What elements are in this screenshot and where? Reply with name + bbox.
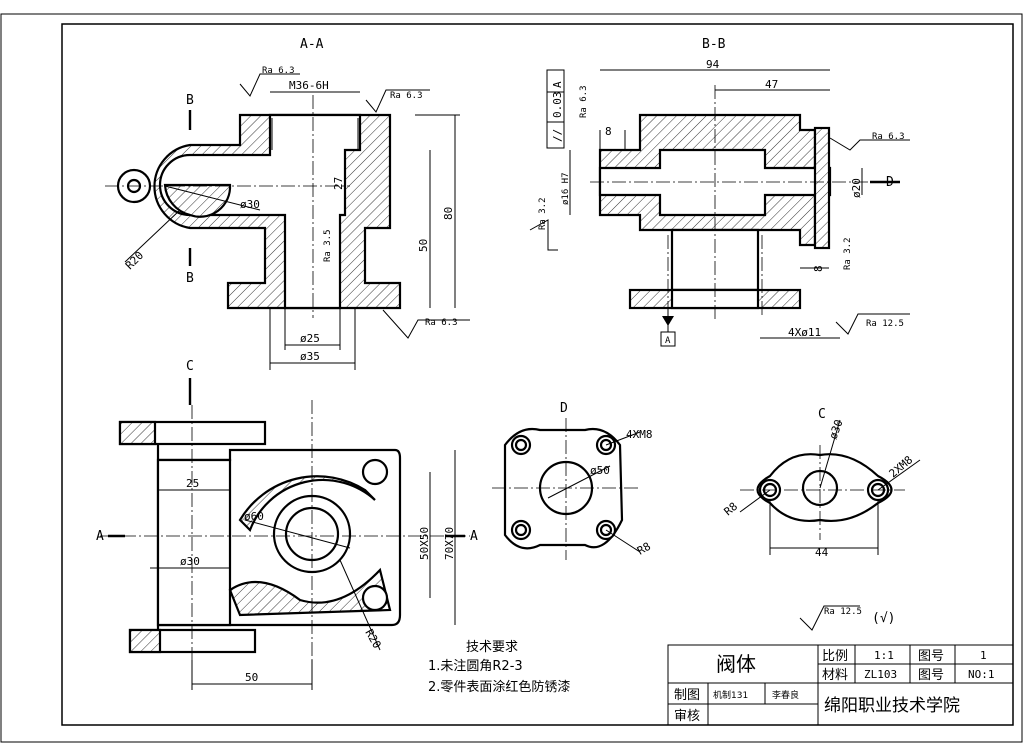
drawn-class: 机制131 [713, 689, 748, 701]
drawn-name: 李春良 [772, 689, 799, 701]
dim-2xm8: 2XM8 [887, 453, 916, 480]
view-d: D 4XM8 ø50 R8 [492, 401, 653, 560]
dim-44: 44 [815, 546, 829, 559]
dim-8-top: 8 [605, 125, 612, 138]
tol-value: 0.03 [551, 92, 564, 119]
ra-other: (√) [872, 611, 895, 626]
material-label: 材料 [822, 668, 848, 683]
dim-47: 47 [765, 78, 778, 91]
dim-27: 27 [332, 177, 345, 190]
section-a-right-label: A [470, 529, 478, 544]
tech-requirements: 技术要求 1.未注圆角R2-3 2.零件表面涂红色防锈漆 [428, 640, 570, 695]
view-c-arrow-label: C [186, 359, 194, 374]
dim-50: 50 [417, 239, 430, 252]
dwg-label-2: 图号 [918, 668, 944, 683]
view-a-a-label: A-A [300, 37, 324, 52]
dim-d50-d: ø50 [590, 464, 610, 477]
drawing-frame [61, 23, 1014, 726]
dim-d30-plan: ø30 [180, 555, 200, 568]
dim-8-bottom: 8 [812, 265, 825, 272]
dim-ra35: Ra 3.5 [323, 229, 333, 262]
dim-80: 80 [442, 207, 455, 220]
tech-title: 技术要求 [466, 640, 518, 655]
school-name: 绵阳职业技术学院 [824, 696, 960, 716]
ra-top-left: Ra 6.3 [262, 66, 295, 76]
datum-a-label: A [665, 336, 671, 346]
general-roughness: Ra 12.5 (√) [799, 605, 895, 631]
view-b-b: B-B 94 47 8 8 // 0.03 A Ra 6.3 ø16 H7 [529, 37, 910, 347]
dim-50x50: 50X50 [418, 527, 431, 560]
ra-bb-side: Ra 3.2 [538, 197, 548, 230]
scale-label: 比例 [822, 649, 848, 664]
tech-note-1: 1.未注圆角R2-3 [428, 659, 523, 674]
dim-25: 25 [186, 477, 199, 490]
tol-symbol: // [551, 129, 564, 142]
dim-4x11: 4Xø11 [788, 326, 821, 339]
dwg-label: 图号 [918, 649, 944, 664]
scale-value: 1:1 [874, 649, 894, 662]
view-a-a: A-A B B M36-6H Ra 6.3 Ra 6.3 80 50 27 Ra… [105, 37, 470, 370]
thread-dim: M36-6H [289, 79, 329, 92]
dwg-value: 1 [980, 649, 987, 662]
part-name: 阀体 [716, 652, 756, 676]
dim-d60: ø60 [244, 510, 264, 523]
dim-70x70: 70X70 [443, 527, 456, 560]
section-b-bottom-label: B [186, 271, 194, 286]
dim-r20-aa: R20 [123, 249, 146, 272]
dim-4xm8: 4XM8 [626, 428, 653, 441]
ra-bottom: Ra 6.3 [425, 318, 458, 328]
tol-datum: A [551, 81, 564, 88]
section-a-left-label: A [96, 529, 104, 544]
dim-r20-plan: R20 [362, 627, 383, 651]
dim-d25: ø25 [300, 332, 320, 345]
tech-note-2: 2.零件表面涂红色防锈漆 [428, 679, 570, 695]
ra-bb-lower: Ra 3.2 [843, 237, 853, 270]
view-c: C ø30 2XM8 R8 44 [722, 407, 921, 559]
ra-general: Ra 12.5 [824, 607, 862, 617]
dim-d30-c: ø30 [827, 418, 846, 441]
title-block: 阀体 比例 1:1 图号 1 材料 ZL103 图号 NO:1 制图 机制131… [667, 644, 1014, 726]
dim-fit: ø16 H7 [561, 172, 571, 205]
dim-d20: ø20 [850, 178, 863, 198]
dim-50-plan: 50 [245, 671, 258, 684]
material-value: ZL103 [864, 668, 897, 681]
dim-d35: ø35 [300, 350, 320, 363]
dim-94: 94 [706, 58, 720, 71]
ra-bb-right: Ra 6.3 [872, 132, 905, 142]
ra-top-right: Ra 6.3 [390, 91, 423, 101]
view-plan: C A A 25 ø30 ø60 50X50 70X70 [96, 359, 478, 690]
ra-bb-left: Ra 6.3 [579, 85, 589, 118]
sheet-border [0, 13, 1023, 743]
section-b-top-label: B [186, 93, 194, 108]
view-b-b-label: B-B [702, 37, 726, 52]
dim-r8-c: R8 [722, 500, 741, 518]
sheet-value: NO:1 [968, 668, 995, 681]
view-c-label: C [818, 407, 826, 422]
dim-d30-aa: ø30 [240, 198, 260, 211]
drawn-label: 制图 [674, 688, 700, 703]
dim-r8-d: R8 [635, 540, 653, 558]
view-d-label: D [560, 401, 568, 416]
ra-bb-holes: Ra 12.5 [866, 319, 904, 329]
check-label: 审核 [674, 709, 700, 724]
